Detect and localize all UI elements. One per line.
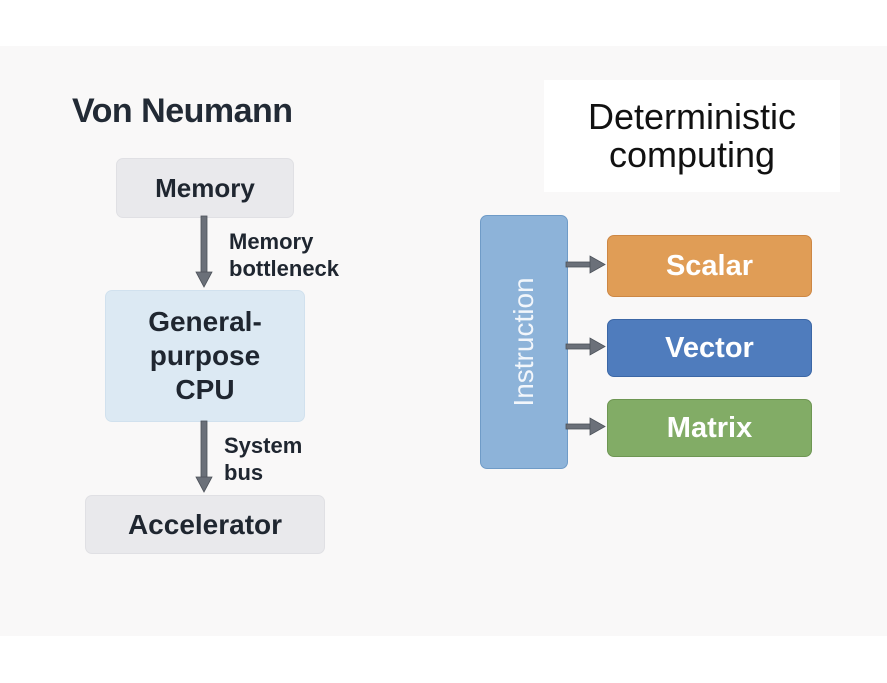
accelerator-node: Accelerator: [85, 495, 325, 554]
instruction-node: Instruction: [480, 215, 568, 469]
system-bus-line1: System: [224, 433, 303, 458]
cpu-label-line1: General-: [148, 306, 262, 337]
vector-node: Vector: [607, 319, 812, 377]
title-line2: computing: [608, 134, 776, 175]
von-neumann-title: Von Neumann: [72, 92, 293, 130]
matrix-node: Matrix: [607, 399, 812, 457]
vector-label: Vector: [665, 331, 754, 364]
scalar-label: Scalar: [665, 249, 754, 282]
system-bus-line2: bus: [224, 460, 264, 485]
memory-bottleneck-line2: bottleneck: [229, 256, 340, 281]
cpu-label-line2: purpose: [149, 340, 261, 371]
scalar-node: Scalar: [607, 235, 812, 297]
memory-bottleneck-label: Memory bottleneck: [229, 228, 339, 282]
accelerator-label: Accelerator: [127, 508, 283, 540]
cpu-node: General- purpose CPU: [105, 290, 305, 422]
instruction-label: Instruction: [508, 277, 539, 407]
deterministic-computing-title: Deterministic computing: [544, 80, 840, 192]
matrix-label: Matrix: [666, 411, 753, 444]
memory-bottleneck-line1: Memory: [229, 229, 314, 254]
memory-node: Memory: [116, 158, 294, 218]
cpu-label-line3: CPU: [175, 374, 235, 405]
memory-label: Memory: [155, 172, 255, 203]
title-line1: Deterministic: [587, 96, 797, 137]
system-bus-label: System bus: [224, 432, 302, 486]
